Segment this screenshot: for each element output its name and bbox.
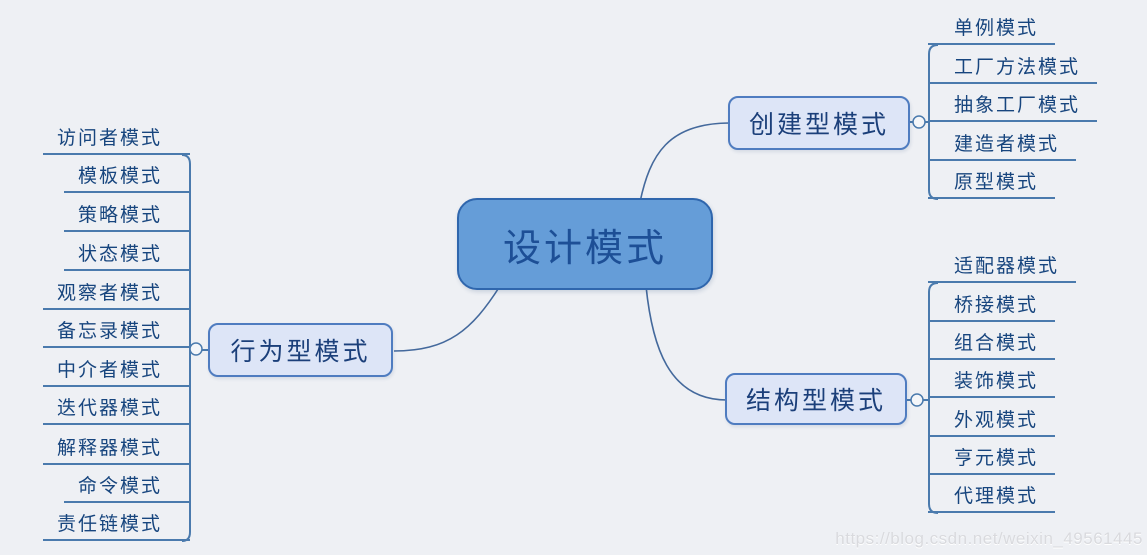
- node-factory-method[interactable]: 工厂方法模式: [928, 55, 1098, 84]
- node-flyweight[interactable]: 亨元模式: [928, 446, 1056, 475]
- branch-node-creational[interactable]: 创建型模式: [728, 96, 910, 150]
- node-command[interactable]: 命令模式: [63, 474, 190, 503]
- node-state[interactable]: 状态模式: [63, 242, 190, 271]
- node-interpreter[interactable]: 解释器模式: [42, 436, 190, 465]
- node-template[interactable]: 模板模式: [63, 164, 190, 193]
- branch-node-structural[interactable]: 结构型模式: [725, 373, 907, 425]
- branch-node-behavioral[interactable]: 行为型模式: [208, 323, 393, 377]
- curve-root-behavioral: [393, 285, 501, 352]
- node-bridge[interactable]: 桥接模式: [928, 293, 1056, 322]
- node-adapter[interactable]: 适配器模式: [928, 254, 1077, 283]
- node-builder[interactable]: 建造者模式: [928, 132, 1077, 161]
- node-abstract-factory[interactable]: 抽象工厂模式: [928, 93, 1098, 122]
- node-decorator[interactable]: 装饰模式: [928, 369, 1056, 398]
- root-node-design-patterns[interactable]: 设计模式: [457, 198, 713, 290]
- node-composite[interactable]: 组合模式: [928, 331, 1056, 360]
- collapse-handle-structural-icon[interactable]: [910, 393, 924, 407]
- node-proxy[interactable]: 代理模式: [928, 484, 1056, 513]
- watermark: https://blog.csdn.net/weixin_49561445: [835, 529, 1143, 548]
- curve-root-structural: [645, 285, 728, 401]
- node-mediator[interactable]: 中介者模式: [42, 358, 190, 387]
- node-prototype[interactable]: 原型模式: [928, 170, 1056, 199]
- curve-root-creational: [639, 122, 731, 203]
- collapse-handles: [189, 115, 926, 407]
- node-strategy[interactable]: 策略模式: [63, 203, 190, 232]
- node-observer[interactable]: 观察者模式: [42, 281, 190, 310]
- node-visitor[interactable]: 访问者模式: [42, 126, 190, 155]
- node-iterator[interactable]: 迭代器模式: [42, 396, 190, 425]
- node-facade[interactable]: 外观模式: [928, 408, 1056, 437]
- node-memento[interactable]: 备忘录模式: [42, 319, 190, 348]
- root-branch-curves: [393, 122, 731, 401]
- collapse-handle-behavioral-icon[interactable]: [189, 342, 203, 356]
- collapse-handle-creational-icon[interactable]: [912, 115, 926, 129]
- node-chain-of-responsibility[interactable]: 责任链模式: [42, 512, 190, 541]
- node-singleton[interactable]: 单例模式: [928, 16, 1056, 45]
